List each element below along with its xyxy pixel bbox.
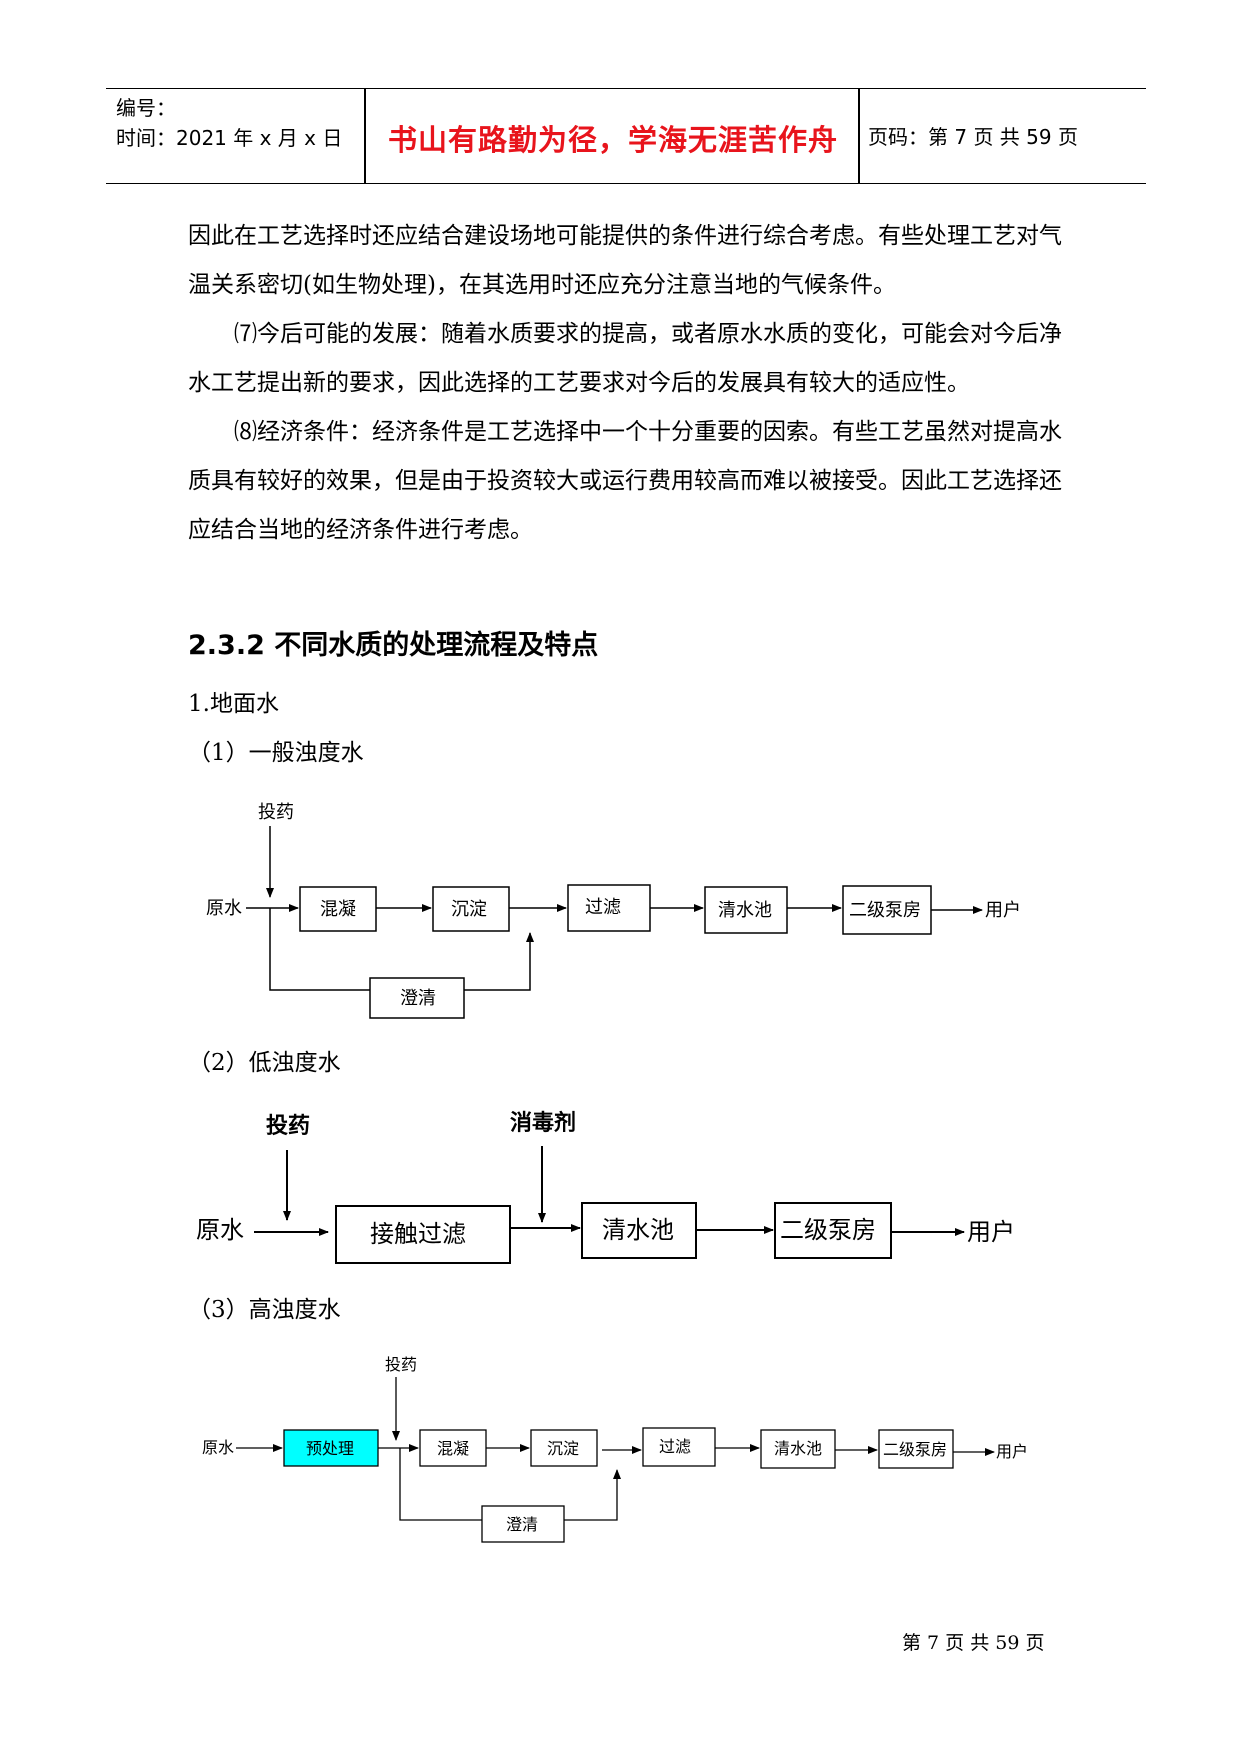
clear-well-label: 清水池 (774, 1439, 822, 1458)
filtration-label: 过滤 (585, 897, 621, 918)
pump-house-label: 二级泵房 (849, 900, 921, 921)
clear-well-box (760, 1429, 836, 1469)
clear-well-label: 清水池 (718, 900, 772, 921)
filtration-box (642, 1427, 716, 1467)
number-label: 编号： (116, 96, 176, 120)
diagram-caption: （1）一般浊度水 (188, 740, 364, 766)
sedimentation-box (432, 886, 510, 932)
clear-well-label: 清水池 (602, 1216, 674, 1244)
subsection-title: 1.地面水 (188, 691, 279, 717)
disinfectant-label: 消毒剂 (510, 1110, 576, 1136)
dosing-label: 投药 (258, 802, 294, 823)
page-header: 编号： 时间：2021 年 x 月 x 日 书山有路勤为径，学海无涯苦作舟 页码… (106, 88, 1146, 184)
filtration-box (567, 884, 651, 932)
header-meta: 编号： 时间：2021 年 x 月 x 日 (116, 93, 342, 153)
user-label: 用户 (996, 1442, 1028, 1461)
diagram-general-turbidity: 投药 原水 混凝 沉淀 过滤 清水池 二级泵房 用户 澄清 (206, 802, 1021, 1019)
pump-house-label: 二级泵房 (883, 1440, 947, 1459)
diagram-high-turbidity: 投药 原水 预处理 混凝 沉淀 过滤 清水池 二级泵房 用户 澄清 (202, 1355, 1028, 1543)
clarification-label: 澄清 (400, 988, 436, 1009)
coagulation-label: 混凝 (320, 899, 356, 920)
contact-filtration-label: 接触过滤 (370, 1220, 466, 1248)
coagulation-box (419, 1429, 487, 1467)
coagulation-box (299, 886, 377, 932)
filtration-label: 过滤 (659, 1437, 691, 1456)
clarification-box (481, 1505, 565, 1543)
raw-water-label: 原水 (196, 1216, 244, 1244)
section-title: 2.3.2 不同水质的处理流程及特点 (188, 630, 599, 661)
diagram-low-turbidity: 投药 消毒剂 原水 接触过滤 清水池 二级泵房 用户 (196, 1110, 1015, 1264)
clarification-box (369, 977, 465, 1019)
pretreatment-box (283, 1429, 379, 1467)
pretreatment-label: 预处理 (306, 1439, 354, 1458)
time-label: 时间：2021 年 x 月 x 日 (116, 126, 343, 150)
clarification-label: 澄清 (506, 1515, 538, 1534)
page-footer: 第 7 页 共 59 页 (902, 1632, 1045, 1654)
sedimentation-label: 沉淀 (451, 899, 487, 920)
header-divider (858, 89, 860, 183)
raw-water-label: 原水 (206, 898, 242, 919)
diagram-caption: （2）低浊度水 (188, 1050, 341, 1076)
paragraph: ⑺今后可能的发展：随着水质要求的提高，或者原水水质的变化，可能会对今后净水工艺提… (188, 321, 1062, 396)
dosing-label: 投药 (385, 1355, 417, 1374)
clear-well-box (704, 886, 788, 934)
pump-house-label: 二级泵房 (780, 1216, 876, 1244)
clear-well-box (581, 1202, 697, 1259)
sedimentation-label: 沉淀 (547, 1439, 579, 1458)
paragraph: ⑻经济条件：经济条件是工艺选择中一个十分重要的因索。有些工艺虽然对提高水质具有较… (188, 419, 1062, 543)
raw-water-label: 原水 (202, 1438, 234, 1457)
header-divider (364, 89, 366, 183)
user-label: 用户 (985, 900, 1021, 921)
pump-house-box (878, 1429, 954, 1469)
coagulation-label: 混凝 (437, 1439, 469, 1458)
contact-filtration-box (335, 1205, 511, 1264)
header-motto: 书山有路勤为径，学海无涯苦作舟 (387, 123, 838, 157)
pump-house-box (774, 1202, 892, 1259)
sedimentation-box (530, 1429, 598, 1467)
paragraph: 因此在工艺选择时还应结合建设场地可能提供的条件进行综合考虑。有些处理工艺对气温关… (188, 223, 1062, 298)
header-page-label: 页码：第 7 页 共 59 页 (868, 125, 1078, 149)
diagram-caption: （3）高浊度水 (188, 1297, 341, 1323)
body-text: 因此在工艺选择时还应结合建设场地可能提供的条件进行综合考虑。有些处理工艺对气温关… (188, 212, 1068, 555)
pump-house-box (842, 885, 932, 935)
dosing-label: 投药 (266, 1114, 310, 1139)
user-label: 用户 (967, 1218, 1015, 1246)
